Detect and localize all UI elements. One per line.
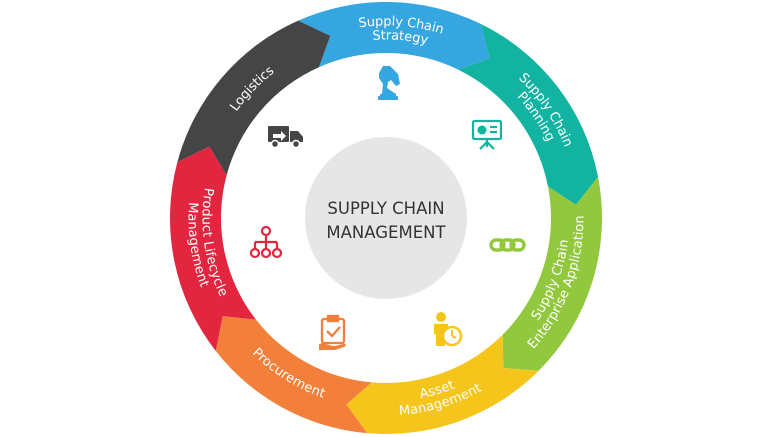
center-title-line2: MANAGEMENT — [326, 223, 446, 242]
segment-enterprise — [502, 176, 602, 371]
segment-planning — [458, 23, 599, 205]
segment-plm — [170, 146, 256, 351]
chain-link-icon — [489, 238, 526, 252]
delivery-truck-icon — [268, 126, 303, 149]
segment-logistics — [177, 20, 331, 176]
center-circle — [305, 137, 467, 299]
chess-knight-icon — [378, 66, 400, 100]
segment-procurement — [215, 316, 372, 434]
label-strategy-line2: Strategy — [372, 28, 430, 48]
segment-strategy — [298, 1, 490, 70]
center-hub: SUPPLY CHAIN MANAGEMENT — [305, 137, 467, 299]
presentation-board-icon — [471, 119, 503, 150]
hierarchy-icon — [249, 225, 283, 259]
center-title-line1: SUPPLY CHAIN — [327, 199, 444, 218]
person-clock-icon — [434, 312, 463, 347]
ring-segments — [170, 1, 602, 435]
clipboard-hand-icon — [319, 314, 346, 350]
segment-icons — [249, 66, 526, 350]
segment-asset — [346, 334, 539, 435]
